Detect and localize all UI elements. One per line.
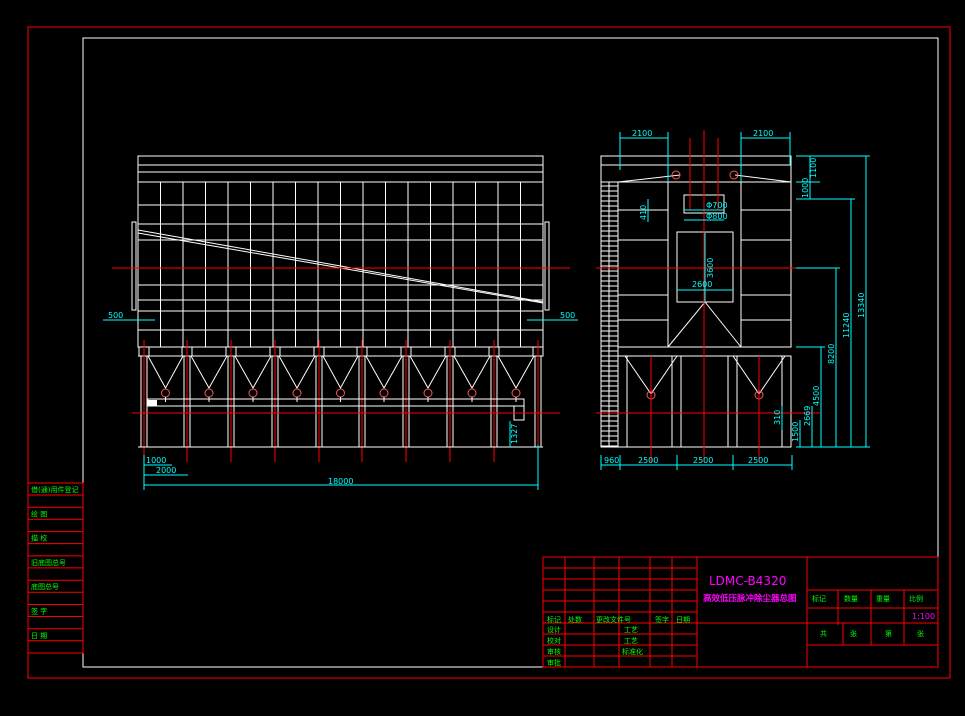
dim-1327: 1327 bbox=[510, 424, 519, 444]
record-row-label: 日 期 bbox=[31, 632, 47, 640]
dim-1500: 1500 bbox=[791, 422, 800, 442]
record-row-label: 旧底图总号 bbox=[31, 558, 66, 567]
sheet-unit-label-2: 张 bbox=[917, 629, 924, 638]
rotary-valve bbox=[379, 388, 389, 398]
record-row-label: 底图总号 bbox=[31, 582, 59, 591]
rotary-valve bbox=[161, 388, 170, 398]
hopper bbox=[409, 355, 447, 390]
record-row-label: 签 字 bbox=[31, 607, 47, 616]
hopper bbox=[234, 355, 272, 390]
dim-right-overhang: 500 bbox=[560, 311, 575, 320]
stage-header-mark: 标记 bbox=[812, 594, 826, 603]
side-view bbox=[112, 155, 570, 462]
role-design: 设计 bbox=[547, 625, 561, 634]
dim-door-height: 3600 bbox=[706, 258, 715, 278]
change-header-count: 处数 bbox=[568, 615, 582, 624]
process-label-1: 工艺 bbox=[624, 626, 638, 634]
dim-310: 310 bbox=[773, 410, 782, 425]
dim-phi700: Φ700 bbox=[706, 201, 728, 210]
dim-door-width: 2600 bbox=[692, 280, 712, 289]
change-header-mark: 标记 bbox=[547, 615, 561, 624]
change-header-sign: 签字 bbox=[655, 615, 669, 624]
side-hoppers bbox=[138, 340, 544, 462]
dim-1000-end: 1000 bbox=[801, 178, 810, 198]
record-row-label: 借(通)用件登记 bbox=[31, 485, 78, 494]
end-dimensions bbox=[600, 132, 870, 470]
stage-header-scale: 比例 bbox=[909, 594, 923, 603]
hopper bbox=[497, 355, 535, 390]
standardization-label: 标准化 bbox=[622, 647, 643, 656]
rotary-valve bbox=[423, 388, 433, 398]
hopper bbox=[278, 355, 316, 390]
hopper bbox=[190, 355, 228, 390]
hopper bbox=[147, 355, 184, 390]
title-block bbox=[542, 556, 939, 668]
process-label-2: 工艺 bbox=[624, 637, 638, 645]
dim-top-left: 2100 bbox=[632, 129, 652, 138]
sheet-total-label: 共 bbox=[820, 629, 827, 638]
drawing-title: 高效低压脉冲除尘器总图 bbox=[703, 593, 797, 604]
role-check: 校对 bbox=[547, 636, 561, 645]
hopper bbox=[322, 355, 359, 390]
rotary-valve bbox=[204, 388, 214, 398]
dim-top-right: 2100 bbox=[753, 129, 773, 138]
model-number: LDMC-B4320 bbox=[709, 574, 786, 588]
dim-base-2500-a: 2500 bbox=[638, 456, 658, 465]
rotary-valve bbox=[467, 388, 477, 398]
role-approve: 审批 bbox=[547, 658, 561, 667]
inner-frame bbox=[82, 37, 939, 668]
change-header-docno: 更改文件号 bbox=[596, 615, 631, 624]
scale-value: 1:100 bbox=[912, 612, 935, 621]
dim-base-2500-b: 2500 bbox=[693, 456, 713, 465]
dim-total-length: 18000 bbox=[328, 477, 353, 486]
outer-frame bbox=[27, 26, 951, 679]
dim-410: 410 bbox=[639, 205, 648, 220]
role-review: 审核 bbox=[547, 647, 561, 656]
rotary-valve bbox=[511, 388, 521, 398]
dim-phi800: Φ800 bbox=[706, 212, 728, 221]
dim-8200: 8200 bbox=[827, 344, 836, 364]
hopper bbox=[365, 355, 403, 390]
stage-header-qty: 数量 bbox=[844, 594, 858, 603]
dim-base-960: 960 bbox=[604, 456, 619, 465]
rotary-valve bbox=[248, 388, 258, 398]
dim-13340: 13340 bbox=[857, 293, 866, 318]
ladder-rungs bbox=[601, 182, 618, 447]
dim-base-2500-c: 2500 bbox=[748, 456, 768, 465]
stage-header-weight: 重量 bbox=[876, 595, 890, 603]
change-header-date: 日期 bbox=[676, 616, 690, 624]
dim-2000: 2000 bbox=[156, 466, 176, 475]
rotary-valve bbox=[336, 388, 345, 398]
sheet-no-label: 第 bbox=[885, 629, 892, 638]
dim-11240: 11240 bbox=[842, 313, 851, 338]
side-grid bbox=[138, 182, 544, 347]
rotary-valve bbox=[292, 388, 302, 398]
sheet-unit-label-1: 张 bbox=[850, 629, 857, 638]
dim-1100: 1100 bbox=[809, 158, 818, 178]
dim-left-overhang: 500 bbox=[108, 311, 123, 320]
dim-4500: 4500 bbox=[812, 386, 821, 406]
side-dimensions bbox=[103, 319, 578, 490]
record-row-label: 描 校 bbox=[31, 534, 47, 543]
dim-2669: 2669 bbox=[803, 406, 812, 426]
record-row-label: 绘 图 bbox=[31, 509, 47, 518]
end-view bbox=[596, 130, 820, 462]
dim-1000: 1000 bbox=[146, 456, 166, 465]
hopper bbox=[453, 355, 491, 390]
